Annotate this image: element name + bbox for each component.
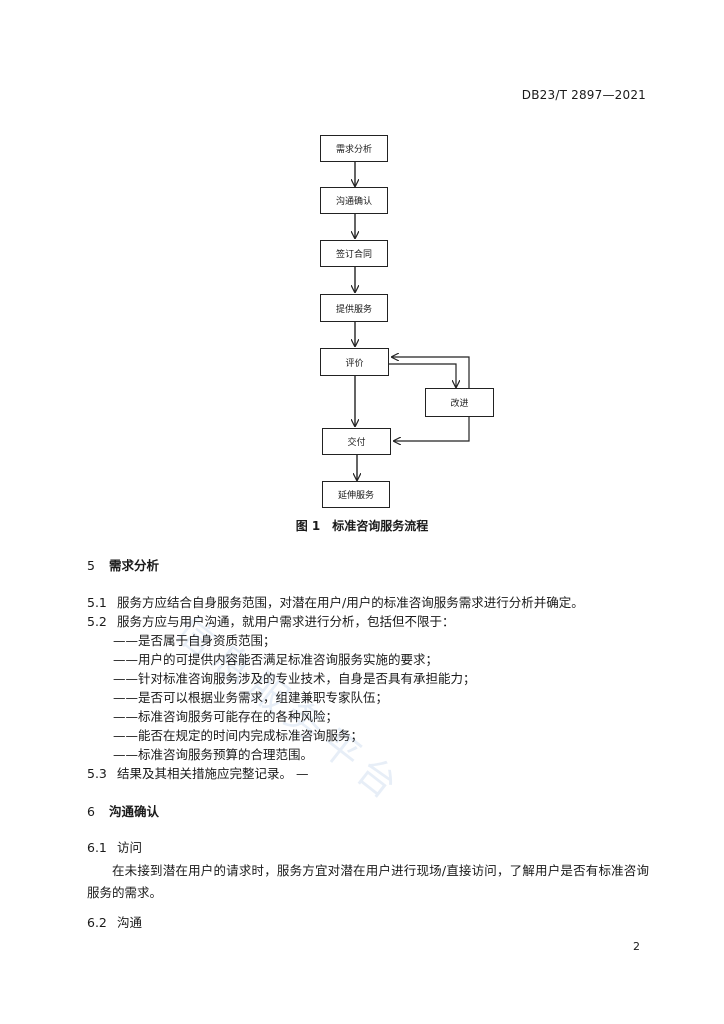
clause-5-1: 5.1 服务方应结合自身服务范围，对潜在用户/用户的标准咨询服务需求进行分析并确定… bbox=[87, 592, 584, 611]
clause-number: 5.2 bbox=[87, 614, 107, 629]
flow-step-delivery: 交付 bbox=[322, 428, 391, 455]
flowchart-arrows bbox=[0, 162, 470, 520]
flow-step-demand-analysis: 需求分析 bbox=[320, 135, 388, 162]
clause-5-3: 5.3 结果及其相关措施应完整记录。 — bbox=[87, 763, 308, 782]
arrow-improve-to-deliver bbox=[394, 416, 470, 441]
clause-text: 服务方应结合自身服务范围，对潜在用户/用户的标准咨询服务需求进行分析并确定。 bbox=[117, 595, 584, 610]
clause-title: 沟通 bbox=[117, 915, 143, 930]
clause-number: 5.3 bbox=[87, 766, 107, 781]
section-number: 6 bbox=[87, 804, 95, 819]
list-item: ——标准咨询服务可能存在的各种风险； bbox=[113, 709, 339, 724]
clause-text: 服务方应与用户沟通，就用户需求进行分析，包括但不限于： bbox=[117, 614, 455, 629]
clause-6-1-paragraph: 在未接到潜在用户的请求时，服务方宜对潜在用户进行现场/直接访问，了解用户是否有标… bbox=[87, 863, 649, 900]
section-5-heading: 5 需求分析 bbox=[87, 555, 159, 574]
section-number: 5 bbox=[87, 558, 95, 573]
arrow-eval-to-improve bbox=[389, 363, 456, 387]
clause-number: 6.1 bbox=[87, 840, 107, 855]
page-number: 2 bbox=[633, 940, 640, 953]
clause-6-2-heading: 6.2 沟通 bbox=[87, 912, 142, 931]
standard-number: DB23/T 2897—2021 bbox=[521, 88, 646, 102]
clause-title: 访问 bbox=[117, 840, 143, 855]
section-title: 需求分析 bbox=[109, 558, 160, 573]
list-item: ——标准咨询服务预算的合理范围。 bbox=[113, 747, 314, 762]
flow-step-sign-contract: 签订合同 bbox=[320, 240, 388, 267]
clause-5-2: 5.2 服务方应与用户沟通，就用户需求进行分析，包括但不限于： bbox=[87, 611, 455, 630]
clause-number: 5.1 bbox=[87, 595, 107, 610]
list-item: ——是否可以根据业务需求，组建兼职专家队伍； bbox=[113, 690, 389, 705]
section-6-heading: 6 沟通确认 bbox=[87, 801, 159, 820]
arrow-improve-to-eval bbox=[392, 357, 470, 388]
flow-step-evaluation: 评价 bbox=[320, 348, 389, 376]
list-item: ——是否属于自身资质范围； bbox=[113, 633, 276, 648]
section-title: 沟通确认 bbox=[109, 804, 160, 819]
figure-caption: 图 1 标准咨询服务流程 bbox=[295, 519, 429, 533]
clause-number: 6.2 bbox=[87, 915, 107, 930]
list-item: ——用户的可提供内容能否满足标准咨询服务实施的要求； bbox=[113, 652, 439, 667]
flow-step-improvement: 改进 bbox=[425, 388, 494, 417]
flow-step-communication-confirm: 沟通确认 bbox=[320, 187, 388, 214]
list-item: ——针对标准咨询服务涉及的专业技术，自身是否具有承担能力； bbox=[113, 671, 476, 686]
clause-text: 结果及其相关措施应完整记录。 — bbox=[117, 766, 309, 781]
flow-step-extended-service: 延伸服务 bbox=[322, 481, 390, 508]
flow-step-provide-service: 提供服务 bbox=[320, 294, 388, 322]
clause-6-1-heading: 6.1 访问 bbox=[87, 837, 142, 856]
list-item: ——能否在规定的时间内完成标准咨询服务； bbox=[113, 728, 364, 743]
